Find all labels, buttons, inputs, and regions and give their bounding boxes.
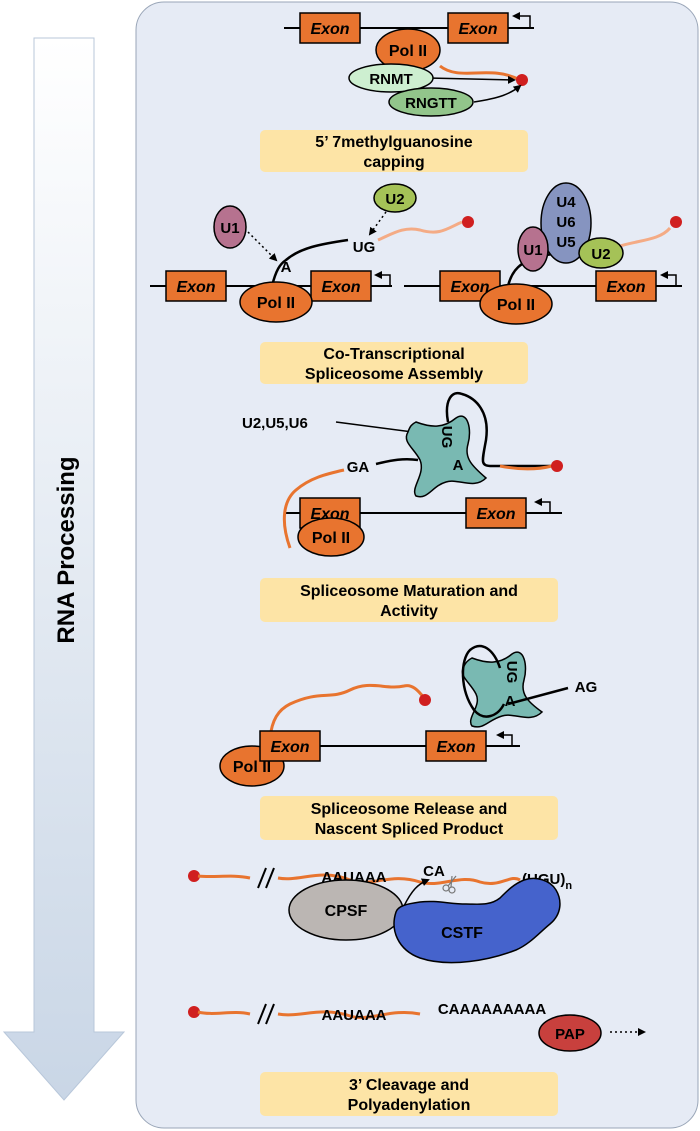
- u1-label: U1: [523, 242, 542, 259]
- pap-label: PAP: [555, 1026, 585, 1043]
- cstf-label: CSTF: [441, 925, 483, 942]
- cap-dot: [551, 460, 563, 472]
- pol-ii-label: Pol II: [312, 530, 350, 547]
- branch-a-label: A: [505, 693, 516, 710]
- exon-label: Exon: [436, 739, 475, 756]
- cap-dot: [188, 870, 200, 882]
- caption-line: capping: [363, 154, 424, 171]
- pap-ellipse: PAP: [538, 1014, 602, 1052]
- cap-dot: [516, 74, 528, 86]
- u2-label: U2: [591, 246, 610, 263]
- exon-label: Exon: [310, 21, 349, 38]
- caption-line: Spliceosome Release and: [311, 801, 508, 818]
- stage-release: Pol II Exon Exon UG A AG Spliceosome Rel…: [219, 644, 598, 840]
- exon-block: Exon: [165, 270, 227, 302]
- side-label: RNA Processing: [53, 456, 80, 643]
- exon-block: Exon: [259, 730, 321, 762]
- u1-label: U1: [220, 220, 239, 237]
- u2-ellipse: U2: [578, 237, 624, 269]
- u6-label: U6: [556, 214, 575, 231]
- scissors-icon: [442, 875, 457, 894]
- exon-label: Exon: [458, 21, 497, 38]
- exon-block: Exon: [425, 730, 487, 762]
- rnmt-ellipse: RNMT: [348, 63, 434, 93]
- tss-arrow-icon: [374, 271, 391, 286]
- cap-dot: [188, 1006, 200, 1018]
- caption-box: Spliceosome Release and Nascent Spliced …: [260, 796, 558, 840]
- pol-ii-label: Pol II: [389, 43, 427, 60]
- cstf-shape: CSTF: [393, 877, 561, 964]
- ga-label: GA: [347, 459, 370, 476]
- pol-ii-ellipse: Pol II: [239, 281, 313, 323]
- pol-ii-ellipse: Pol II: [375, 28, 441, 72]
- branch-a-label: A: [281, 259, 292, 276]
- caption-line: 5’ 7methylguanosine: [315, 134, 472, 151]
- cap-dot: [670, 216, 682, 228]
- exon-label: Exon: [450, 279, 489, 296]
- rngtt-label: RNGTT: [405, 95, 457, 112]
- cpsf-label: CPSF: [325, 903, 368, 920]
- caption-line: Co-Transcriptional: [323, 346, 464, 363]
- caption-line: Spliceosome Maturation and: [300, 583, 518, 600]
- caption-line: Activity: [380, 603, 438, 620]
- caption-box: 5’ 7methylguanosine capping: [260, 130, 528, 172]
- spliceosome-shape: [405, 415, 488, 498]
- exon-block: Exon: [595, 270, 657, 302]
- exon-block: Exon: [465, 497, 527, 529]
- ug-label: UG: [503, 661, 520, 684]
- stage-maturation: U2,U5,U6 UG A GA Exon Exon Pol II Splice…: [242, 391, 563, 622]
- exon-label: Exon: [270, 739, 309, 756]
- cpsf-ellipse: CPSF: [288, 879, 404, 941]
- process-arrow: RNA Processing: [2, 37, 126, 1101]
- u2-ellipse: U2: [373, 183, 417, 213]
- caption-line: Nascent Spliced Product: [315, 821, 504, 838]
- ug-label: UG: [438, 426, 455, 449]
- tss-arrow-icon: [496, 731, 513, 746]
- u456-ellipse: U4 U6 U5: [540, 182, 592, 264]
- u1-ellipse: U1: [517, 226, 549, 272]
- exon-block: Exon: [299, 12, 361, 44]
- u1-ellipse: U1: [213, 205, 247, 249]
- exon-label: Exon: [321, 279, 360, 296]
- exon-label: Exon: [476, 506, 515, 523]
- ug-label: UG: [353, 239, 376, 256]
- cleavage-site-label: CA: [423, 863, 445, 880]
- tss-arrow-icon: [660, 271, 677, 286]
- caption-line: Polyadenylation: [348, 1097, 471, 1114]
- cap-dot: [419, 694, 431, 706]
- u2-label: U2: [385, 191, 404, 208]
- exon-block: Exon: [310, 270, 372, 302]
- u5-label: U5: [556, 234, 575, 251]
- caption-box: Co-Transcriptional Spliceosome Assembly: [260, 342, 528, 384]
- pol-ii-label: Pol II: [257, 295, 295, 312]
- exon-block: Exon: [447, 12, 509, 44]
- pol-ii-label: Pol II: [497, 297, 535, 314]
- caption-line: Spliceosome Assembly: [305, 366, 483, 383]
- caption-box: 3’ Cleavage and Polyadenylation: [260, 1072, 558, 1116]
- caption-box: Spliceosome Maturation and Activity: [260, 578, 558, 622]
- exon-label: Exon: [606, 279, 645, 296]
- stage-polyadenylation: AAUAAA CAAAAAAAAA PAP 3’ Cleavage and Po…: [188, 1001, 646, 1116]
- exon-label: Exon: [176, 279, 215, 296]
- rngtt-ellipse: RNGTT: [388, 87, 474, 117]
- stage-assembly: Exon Exon Pol II U1 A U2 UG Exon: [150, 182, 682, 384]
- caption-line: 3’ Cleavage and: [349, 1077, 469, 1094]
- stage-capping: Exon Exon Pol II RNMT RNGTT 5’ 7methylgu…: [260, 12, 534, 172]
- stage-cleavage: AAUAAA CA (UGU)n CPSF CSTF: [188, 863, 572, 964]
- tss-arrow-icon: [534, 498, 551, 513]
- polya-tail-label: CAAAAAAAAA: [438, 1001, 546, 1018]
- pol-ii-ellipse: Pol II: [297, 517, 365, 557]
- pol-ii-ellipse: Pol II: [479, 283, 553, 325]
- u4-label: U4: [556, 194, 576, 211]
- polya-signal-label: AAUAAA: [322, 1007, 387, 1024]
- cap-dot: [462, 216, 474, 228]
- complex-label: U2,U5,U6: [242, 415, 308, 432]
- branch-a-label: A: [453, 457, 464, 474]
- rnmt-label: RNMT: [369, 71, 412, 88]
- tss-arrow-icon: [512, 12, 531, 28]
- ag-label: AG: [575, 679, 598, 696]
- pol-ii-label: Pol II: [233, 759, 271, 776]
